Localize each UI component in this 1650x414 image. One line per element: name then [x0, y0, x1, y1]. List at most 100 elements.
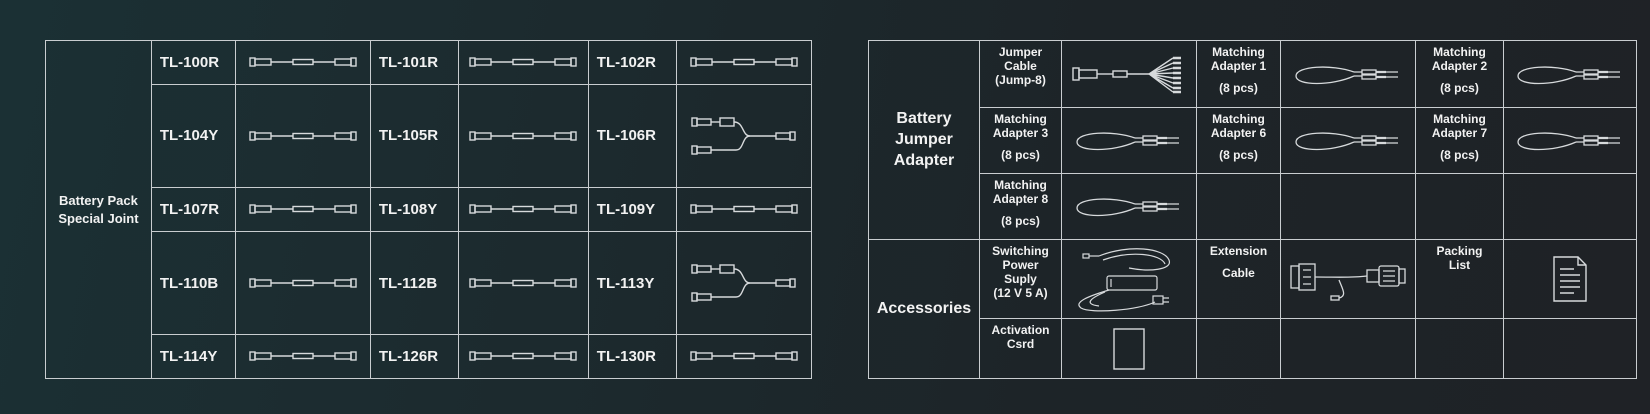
item-image-cell: [1280, 238, 1416, 320]
empty-cell: [1280, 318, 1416, 379]
document-icon: [1553, 256, 1587, 302]
item-label-line: Matching: [1212, 111, 1265, 126]
straight-cable-icon: [690, 351, 798, 362]
item-label-line: Matching: [994, 111, 1047, 126]
item-label: Jumper Cable (Jump-8): [979, 40, 1062, 108]
product-code: TL-110B: [150, 230, 236, 336]
item-label-line: (8 pcs): [1219, 147, 1258, 162]
item-label-line: (12 V 5 A): [993, 285, 1048, 300]
item-image-cell: [1061, 318, 1197, 379]
straight-cable-icon: [690, 204, 798, 214]
product-code: TL-130R: [587, 334, 678, 379]
item-label-line: Csrd: [1006, 337, 1035, 352]
item-image-cell: [1061, 172, 1197, 240]
empty-cell: [1196, 172, 1281, 240]
item-label: Matching Adapter 3 (8 pcs): [979, 106, 1062, 174]
cable-image-cell: [234, 83, 371, 189]
straight-cable-icon: [469, 351, 578, 362]
special-joint-table: Battery Pack Special Joint TL-100R TL-10…: [45, 40, 812, 379]
straight-cable-icon: [469, 204, 578, 214]
item-label-line: Adapter 7: [1431, 125, 1488, 140]
cable-image-cell: [458, 187, 589, 232]
item-label-line: Adapter 8: [992, 191, 1049, 206]
cable-image-cell: [234, 334, 371, 379]
product-code: TL-101R: [369, 40, 460, 85]
cable-image-cell: [676, 187, 812, 232]
item-label: Matching Adapter 2 (8 pcs): [1415, 40, 1504, 108]
straight-cable-icon: [249, 278, 357, 288]
item-label-line: Matching: [1433, 111, 1486, 126]
probe-lead-icon: [1516, 132, 1622, 152]
group-label-line: Battery Pack: [59, 192, 138, 208]
item-label-line: Packing: [1436, 243, 1483, 258]
item-label: Matching Adapter 7 (8 pcs): [1415, 106, 1504, 174]
item-image-cell: [1503, 40, 1637, 108]
straight-cable-icon: [249, 130, 357, 141]
straight-cable-icon: [249, 351, 357, 362]
product-code: TL-102R: [587, 40, 678, 85]
item-label-line: (8 pcs): [1001, 147, 1040, 162]
item-label-line: Cable: [1222, 265, 1255, 280]
straight-cable-icon: [469, 57, 578, 67]
group-label-line: Special Joint: [58, 210, 139, 226]
item-label-line: Jumper: [998, 45, 1043, 59]
product-code: TL-100R: [150, 40, 236, 85]
probe-lead-icon: [1294, 65, 1400, 85]
product-code: TL-109Y: [587, 187, 678, 232]
item-label-line: Power: [1002, 257, 1039, 272]
product-code: TL-104Y: [150, 83, 236, 189]
product-code: TL-112B: [369, 230, 460, 336]
power-adapter-icon: [1078, 248, 1170, 312]
cable-image-cell: [458, 230, 589, 336]
item-image-cell: [1061, 40, 1197, 108]
item-label-line: Adapter 1: [1210, 59, 1267, 73]
item-label-line: Cable: [1004, 59, 1037, 73]
item-label: Matching Adapter 8 (8 pcs): [979, 172, 1062, 240]
extension-cable-icon: [1290, 263, 1406, 301]
product-code: TL-108Y: [369, 187, 460, 232]
item-label-line: (8 pcs): [1440, 81, 1479, 95]
cable-image-cell: [676, 334, 812, 379]
product-code: TL-105R: [369, 83, 460, 189]
probe-lead-icon: [1075, 132, 1181, 152]
item-label: Matching Adapter 1 (8 pcs): [1196, 40, 1281, 108]
cable-image-cell: [676, 83, 812, 189]
item-image-cell: [1503, 238, 1637, 320]
item-label-line: Suply: [1004, 271, 1037, 286]
cable-image-cell: [458, 334, 589, 379]
empty-cell: [1503, 172, 1637, 240]
cable-image-cell: [676, 40, 812, 85]
product-code: TL-107R: [150, 187, 236, 232]
cable-image-cell: [234, 187, 371, 232]
cable-image-cell: [234, 230, 371, 336]
item-label-line: (8 pcs): [1219, 81, 1258, 95]
empty-cell: [1415, 172, 1504, 240]
cable-image-cell: [676, 230, 812, 336]
product-code: TL-113Y: [587, 230, 678, 336]
empty-cell: [1280, 172, 1416, 240]
accessories-label: Accessories: [868, 238, 980, 380]
item-image-cell: [1503, 106, 1637, 174]
product-code: TL-106R: [587, 83, 678, 189]
straight-cable-icon: [249, 57, 357, 67]
y-split-cable-icon: [691, 117, 796, 155]
item-label-line: Matching: [1212, 45, 1265, 59]
cable-image-cell: [234, 40, 371, 85]
item-label: Extension Cable: [1196, 238, 1281, 320]
straight-cable-icon: [690, 57, 798, 67]
battery-pack-special-joint-label: Battery Pack Special Joint: [45, 40, 152, 379]
item-label-line: List: [1448, 257, 1471, 272]
item-image-cell: [1061, 238, 1197, 320]
item-label-line: (8 pcs): [1001, 213, 1040, 228]
item-image-cell: [1061, 106, 1197, 174]
product-code: TL-114Y: [150, 334, 236, 379]
product-code: TL-126R: [369, 334, 460, 379]
card-icon: [1113, 327, 1145, 370]
item-label-line: (8 pcs): [1440, 147, 1479, 162]
group-label-line: Battery: [896, 110, 952, 128]
item-label-line: Extension: [1209, 243, 1268, 258]
item-label-line: Adapter 6: [1210, 125, 1267, 140]
multi-lead-jumper-cable-icon: [1072, 56, 1181, 94]
item-label: Packing List: [1415, 238, 1504, 320]
item-label-line: Matching: [1433, 45, 1486, 59]
